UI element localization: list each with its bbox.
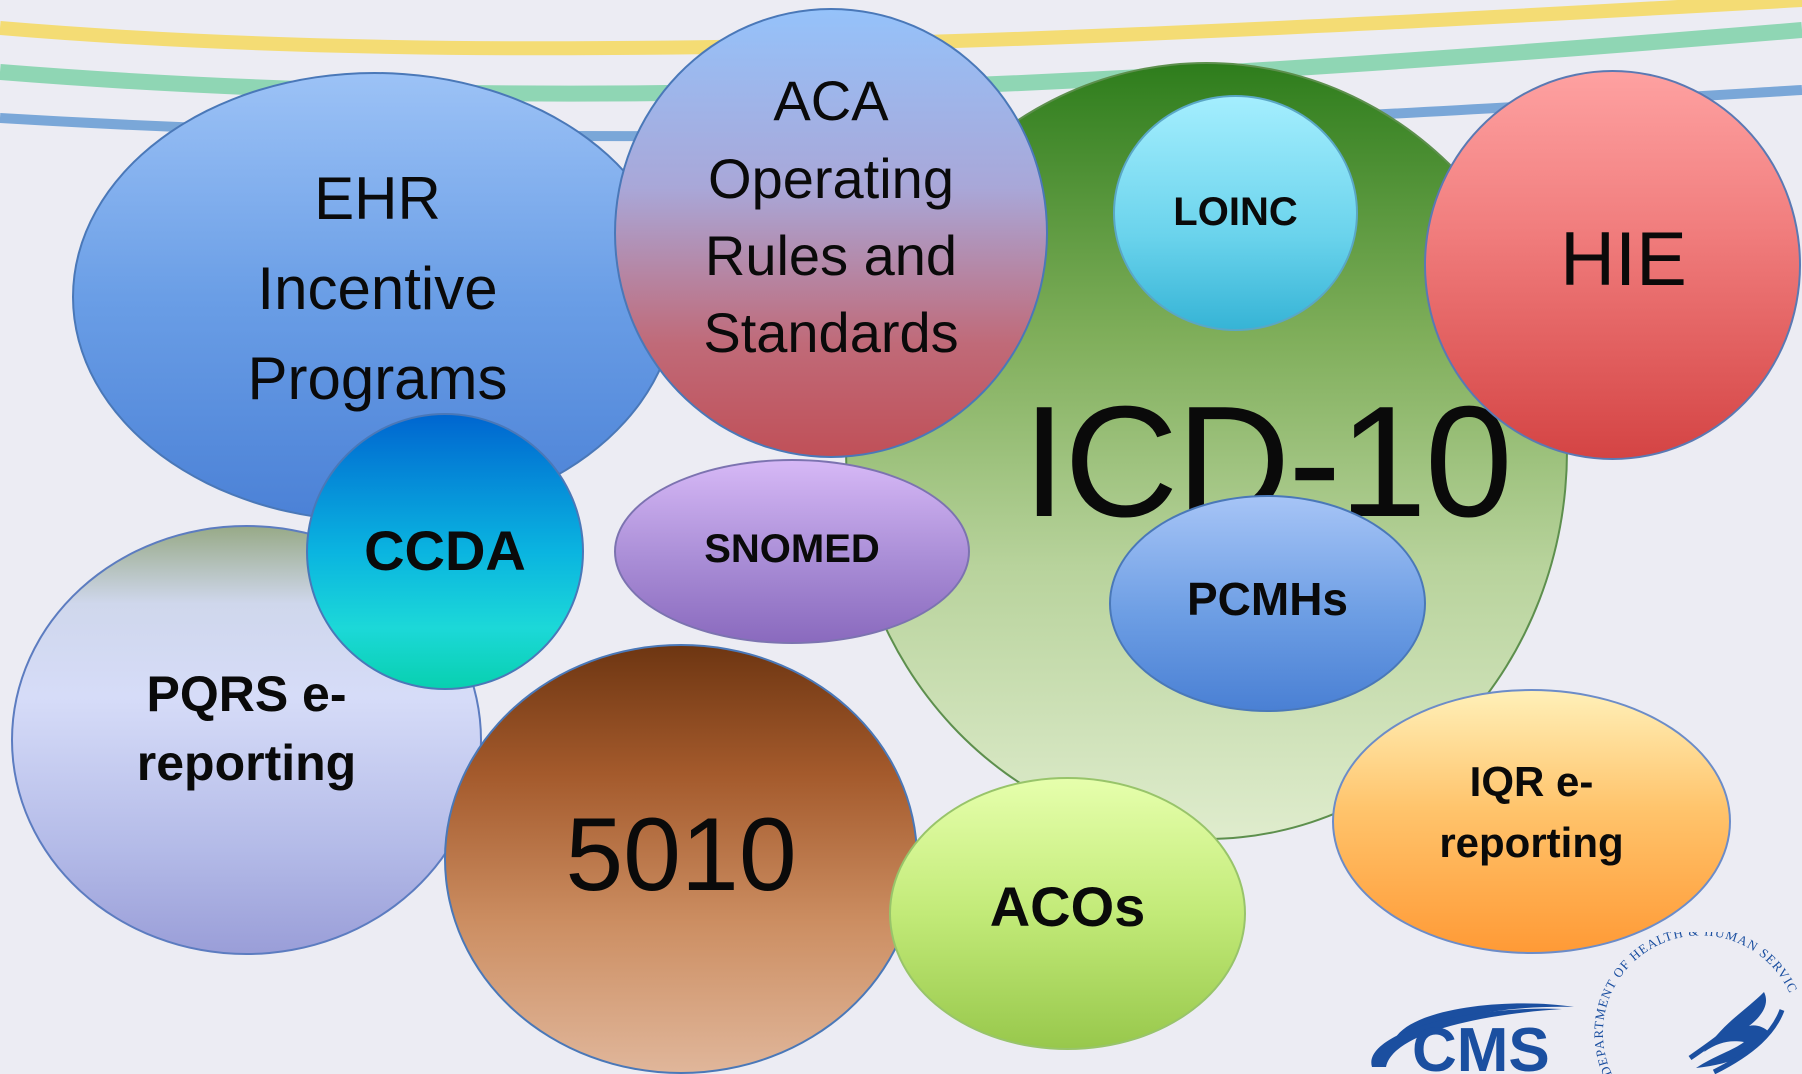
loinc-bubble: LOINC [1113, 95, 1358, 331]
hie-label: HIE [1560, 217, 1687, 303]
ccda-label: CCDA [364, 519, 526, 583]
ehr-incentive-programs-label: EHR Incentive Programs [247, 165, 508, 412]
iqr-e-reporting-bubble: IQR e-reporting [1332, 689, 1731, 954]
5010-label: 5010 [565, 796, 797, 913]
loinc-label: LOINC [1173, 190, 1298, 235]
hie-bubble: HIE [1424, 70, 1801, 460]
acos-label: ACOs [989, 875, 1146, 939]
pcmhs-label: PCMHs [1186, 573, 1349, 626]
pcmhs-bubble: PCMHs [1109, 495, 1426, 712]
snomed-bubble: SNOMED [614, 459, 970, 644]
snomed-label: SNOMED [704, 526, 880, 571]
cms-logo: CMS [1371, 1003, 1574, 1074]
aca-operating-rules-label: ACA Operating Rules and Standards [703, 69, 959, 365]
5010-bubble: 5010 [444, 644, 918, 1074]
acos-bubble: ACOs [889, 777, 1246, 1050]
pqrs-e-reporting-label: PQRS e-reporting [136, 666, 357, 791]
cms-logo-text: CMS [1412, 1016, 1550, 1074]
iqr-e-reporting-label: IQR e-reporting [1439, 757, 1624, 866]
pqrs-e-reporting-bubble: PQRS e-reporting [11, 525, 482, 955]
ccda-bubble: CCDA [306, 413, 584, 690]
aca-operating-rules-bubble: ACA Operating Rules and Standards [614, 8, 1048, 458]
